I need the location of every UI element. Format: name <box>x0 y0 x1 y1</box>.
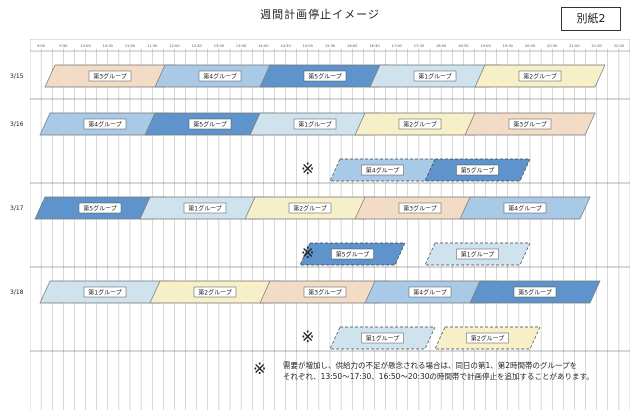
group-band-label: 第2グループ <box>523 73 556 81</box>
group-band-label-box <box>293 118 337 130</box>
group-band-label-box <box>456 248 499 260</box>
group-band-label-box <box>456 164 499 176</box>
time-tick: 9:00 <box>37 44 46 48</box>
time-tick: 20:30 <box>547 44 558 48</box>
group-band-label: 第4グループ <box>88 121 121 129</box>
group-band-label-box <box>513 286 557 298</box>
time-tick: 16:30 <box>369 44 380 48</box>
group-band-label-box <box>361 164 404 176</box>
group-band-label-box <box>303 70 347 82</box>
time-tick: 14:30 <box>280 44 291 48</box>
group-band-label: 第5グループ <box>83 205 116 213</box>
time-tick: 9:30 <box>59 44 68 48</box>
group-band-label-box <box>88 70 132 82</box>
time-tick: 11:00 <box>125 44 136 48</box>
attachment-badge: 別紙2 <box>561 7 621 31</box>
group-band-label-box <box>503 202 547 214</box>
group-band-label-box <box>518 70 562 82</box>
note-text: 需要が増加し、供給力の不足が懸念される場合は、同日の第1、第2時間帯のグループを… <box>283 360 594 382</box>
time-tick: 13:30 <box>236 44 247 48</box>
extra-outage-mark: ※ <box>301 327 315 346</box>
group-band-label-box <box>413 70 457 82</box>
group-band-label: 第1グループ <box>366 335 399 343</box>
time-tick: 12:00 <box>169 44 180 48</box>
time-tick: 10:30 <box>103 44 114 48</box>
time-tick: 18:30 <box>458 44 469 48</box>
group-band-label-box <box>83 286 127 298</box>
group-band-label: 第4グループ <box>413 289 446 297</box>
group-band-label-box <box>398 202 442 214</box>
group-band-label-box <box>78 202 122 214</box>
group-band-label: 第3グループ <box>403 205 436 213</box>
time-tick: 10:00 <box>80 44 91 48</box>
group-band-label: 第1グループ <box>418 73 451 81</box>
group-band-label: 第5グループ <box>308 73 341 81</box>
time-tick: 19:00 <box>480 44 491 48</box>
time-tick: 19:30 <box>503 44 514 48</box>
group-band-label: 第4グループ <box>203 73 236 81</box>
group-band-label-box <box>361 332 404 344</box>
group-band-label-box <box>408 286 452 298</box>
group-band-label: 第5グループ <box>193 121 226 129</box>
group-band-label: 第2グループ <box>403 121 436 129</box>
extra-outage-mark: ※ <box>301 243 315 262</box>
group-band-label: 第1グループ <box>188 205 221 213</box>
day-label: 3/15 <box>10 73 24 80</box>
group-band-label-box <box>466 332 509 344</box>
group-band-label: 第5グループ <box>336 251 369 259</box>
time-tick: 17:30 <box>414 44 425 48</box>
time-tick: 21:30 <box>591 44 602 48</box>
group-band-label: 第4グループ <box>508 205 541 213</box>
note-line-1: 需要が増加し、供給力の不足が懸念される場合は、同日の第1、第2時間帯のグループを <box>283 361 578 370</box>
time-tick: 18:00 <box>436 44 447 48</box>
time-tick: 16:00 <box>347 44 358 48</box>
group-band-label-box <box>188 118 232 130</box>
time-tick: 11:30 <box>147 44 158 48</box>
group-band-label: 第1グループ <box>298 121 331 129</box>
group-band-label-box <box>198 70 242 82</box>
group-band-label: 第1グループ <box>461 251 494 259</box>
group-band-label-box <box>398 118 442 130</box>
page-title: 週間計画停止イメージ <box>260 8 380 21</box>
group-band-label: 第3グループ <box>513 121 546 129</box>
time-tick: 15:30 <box>325 44 336 48</box>
time-tick: 17:00 <box>391 44 402 48</box>
day-label: 3/17 <box>10 205 24 212</box>
time-tick: 15:00 <box>303 44 314 48</box>
group-band-label-box <box>508 118 552 130</box>
extra-outage-mark: ※ <box>301 159 315 178</box>
group-band-label: 第2グループ <box>471 335 504 343</box>
group-band-label: 第2グループ <box>198 289 231 297</box>
group-band-label-box <box>83 118 127 130</box>
time-tick: 14:00 <box>258 44 269 48</box>
time-tick: 12:30 <box>191 44 202 48</box>
note-line-2: それぞれ、13:50～17:30、16:50～20:30の時間帯で計画停止を追加… <box>283 372 594 381</box>
group-band-label-box <box>303 286 347 298</box>
group-band-label-box <box>193 286 237 298</box>
group-band-label: 第5グループ <box>518 289 551 297</box>
group-band-label: 第2グループ <box>293 205 326 213</box>
schedule-grid: 第3グループ第4グループ第5グループ第1グループ第2グループ第4グループ第5グル… <box>30 51 630 410</box>
group-band-label: 第1グループ <box>88 289 121 297</box>
time-axis-header: 9:00 9:30 10:00 10:30 11:00 11:30 12:00 12:30 13… <box>30 39 630 51</box>
group-band-label-box <box>183 202 227 214</box>
day-label: 3/16 <box>10 121 24 128</box>
group-band-label: 第5グループ <box>461 167 494 175</box>
group-band-label: 第3グループ <box>308 289 341 297</box>
group-band-label: 第3グループ <box>93 73 126 81</box>
day-label: 3/18 <box>10 289 24 296</box>
group-band-label-box <box>331 248 374 260</box>
group-band-label-box <box>288 202 332 214</box>
time-tick: 22:00 <box>614 44 625 48</box>
note-mark: ※ <box>253 359 267 378</box>
time-tick: 21:00 <box>569 44 580 48</box>
time-tick: 20:00 <box>525 44 536 48</box>
group-band-label: 第4グループ <box>366 167 399 175</box>
time-tick: 13:00 <box>214 44 225 48</box>
